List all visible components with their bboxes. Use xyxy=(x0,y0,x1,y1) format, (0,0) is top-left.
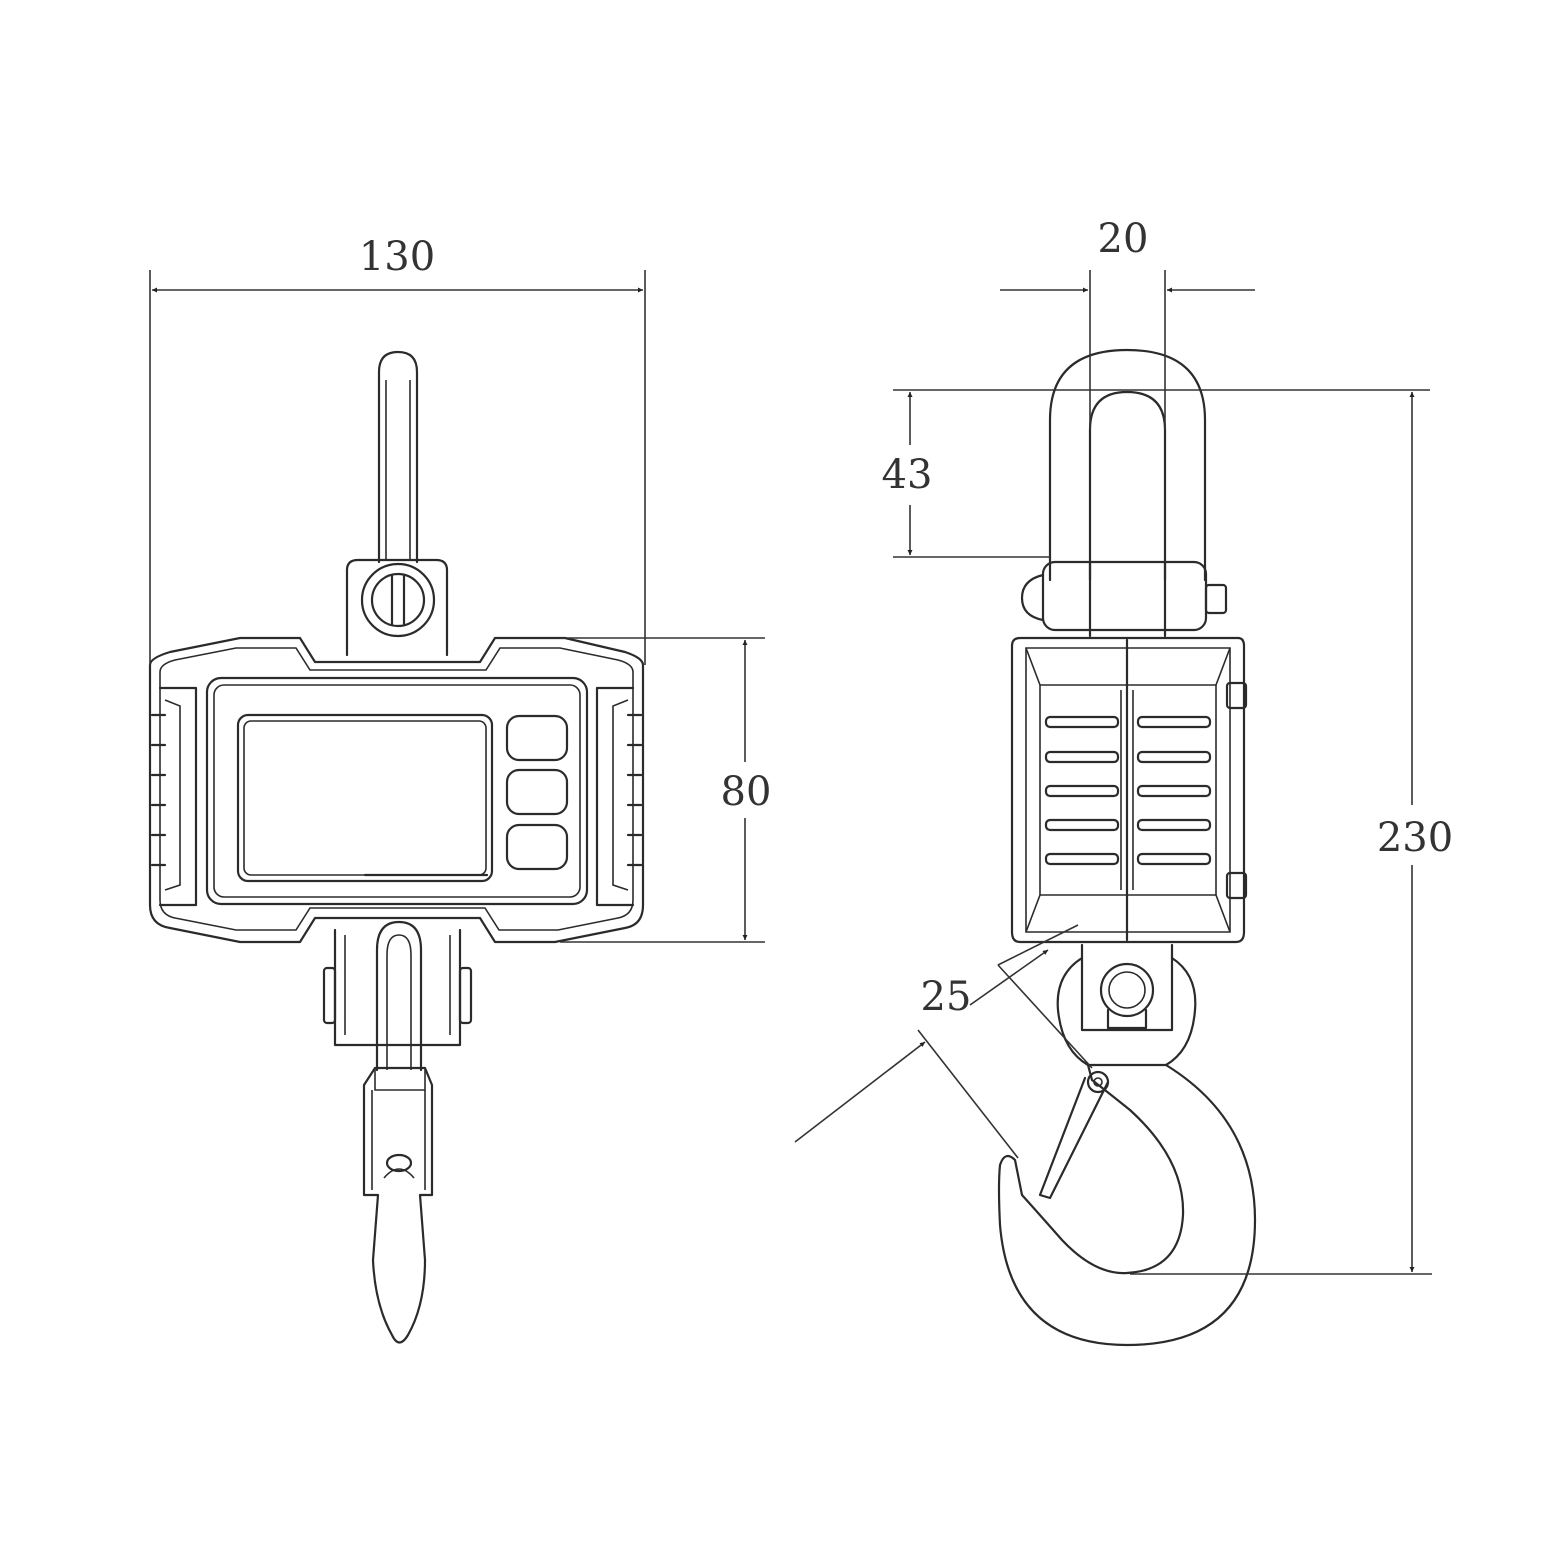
dim-label-20: 20 xyxy=(1098,216,1149,262)
front-hook-eye xyxy=(375,920,423,1072)
side-hook-latch xyxy=(1038,1076,1110,1200)
front-hook xyxy=(362,1066,434,1344)
front-view xyxy=(148,350,645,1344)
front-shackle-rod xyxy=(377,350,419,564)
front-left-grip-ribs xyxy=(150,699,181,891)
dim-label-130: 130 xyxy=(359,234,435,280)
dimension-lines xyxy=(149,270,1432,1275)
front-housing xyxy=(148,636,645,944)
dim-label-25: 25 xyxy=(921,974,972,1020)
dim-label-80: 80 xyxy=(721,769,772,815)
front-panel xyxy=(205,676,589,906)
dim-hook-line-b xyxy=(794,1041,926,1143)
dim-hook-line-a xyxy=(969,949,1049,1006)
side-bottom-swivel xyxy=(1080,943,1174,1032)
side-shackle xyxy=(1048,348,1207,582)
side-hook xyxy=(997,1063,1257,1347)
dim-label-230: 230 xyxy=(1377,815,1453,861)
front-top-bracket xyxy=(345,558,449,657)
front-bottom-bracket xyxy=(333,928,462,1047)
front-right-grip-ribs xyxy=(612,699,643,891)
side-vent-slots xyxy=(1044,715,1212,866)
dim-label-43: 43 xyxy=(882,452,933,498)
side-swivel-block xyxy=(1041,560,1208,632)
button-1 xyxy=(505,714,569,762)
side-housing xyxy=(1010,636,1246,944)
button-2 xyxy=(505,768,569,816)
display-screen xyxy=(236,713,494,883)
side-view xyxy=(997,348,1257,1347)
button-3 xyxy=(505,823,569,871)
